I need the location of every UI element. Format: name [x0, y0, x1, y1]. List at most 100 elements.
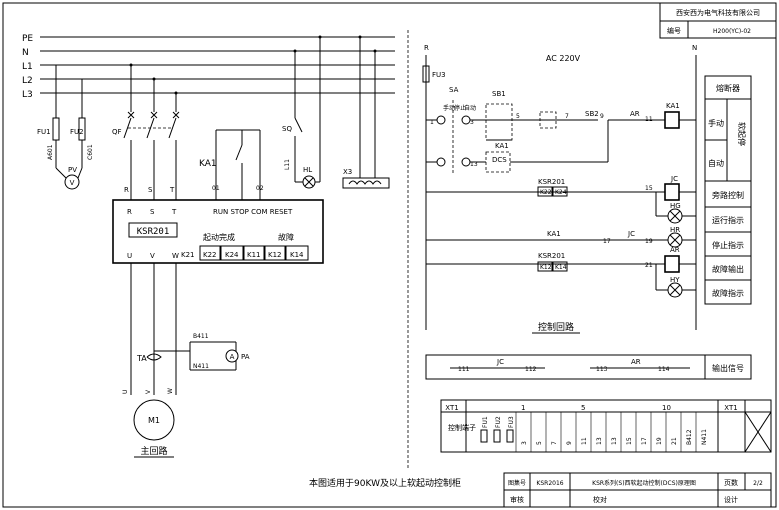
- motor-label: M1: [148, 416, 160, 425]
- ka1-label-row: KA1: [547, 230, 561, 238]
- coil-jc-symbol: [664, 183, 680, 201]
- page-value: 2/2: [753, 480, 763, 487]
- legend-soft-start: 软起停: [737, 122, 747, 146]
- number-value: H200(YC)-02: [713, 28, 751, 35]
- out-112: 112: [525, 366, 537, 373]
- terminal-number: 9: [566, 441, 573, 445]
- proof-label: 校对: [593, 495, 607, 504]
- ct-wire-n411: N411: [193, 363, 209, 370]
- bus-pe: PE: [22, 34, 33, 44]
- svg-text:V: V: [70, 179, 75, 187]
- legend-run: 运行指示: [712, 215, 744, 225]
- motor-term-v: V: [145, 389, 152, 394]
- bus-bars: PE N L1 L2 L3: [22, 34, 395, 100]
- node-11: 11: [645, 116, 653, 123]
- wire-02: 02: [256, 185, 264, 192]
- voltmeter-symbol: [64, 174, 80, 190]
- sel-manual-label: 手动: [443, 104, 455, 112]
- ar-label-coil: AR: [670, 246, 680, 254]
- legend-manual: 手动: [708, 118, 724, 128]
- wire-c601: C601: [87, 144, 94, 160]
- motor-m1-symbol: [133, 399, 175, 441]
- drawing-title: KSR系列(S)西软起动控制(DCS)原理图: [592, 479, 696, 487]
- bus-n: N: [22, 48, 29, 58]
- xt1-right: XT1: [724, 404, 737, 412]
- terminal-number: 7: [551, 441, 558, 445]
- svg-text:KA1: KA1: [666, 102, 680, 110]
- terminal-fuse-label: FU2: [495, 416, 502, 428]
- bus-l3: L3: [22, 90, 33, 100]
- jc-label-coil: JC: [670, 175, 678, 183]
- scope-note: 本图适用于90KW及以上软起动控制柜: [309, 477, 461, 489]
- main-circuit: FU1 FU2 A601 C601 V PV QF R: [37, 35, 390, 458]
- k24-term: K24: [225, 251, 239, 259]
- output-group-1-label: 起动完成: [203, 232, 235, 242]
- legend-bypass: 旁路控制: [712, 190, 744, 200]
- ta-label: TA: [136, 354, 147, 363]
- node-15: 15: [645, 185, 653, 192]
- terminal-group-header: 1: [521, 404, 525, 412]
- bus-l2: L2: [22, 76, 33, 86]
- sb1-label: SB1: [492, 90, 506, 98]
- terminal-number: B412: [686, 429, 693, 445]
- k24-ctrl: K24: [555, 189, 567, 196]
- qf-label: QF: [112, 128, 122, 136]
- terminal-fuse-symbol: [480, 429, 488, 443]
- sa-label: SA: [449, 86, 459, 94]
- k12-ctrl: K12: [540, 264, 552, 271]
- ksr-label-2: KSR201: [538, 252, 565, 260]
- jc-label-contact: JC: [627, 230, 635, 238]
- output-group-2-label: 故障: [278, 232, 294, 242]
- node-21: 21: [645, 262, 653, 269]
- terminal-label: 控制端子: [448, 423, 476, 432]
- node-5: 5: [516, 113, 520, 120]
- terminal-number: 15: [626, 437, 633, 445]
- hy-label: HY: [670, 276, 680, 284]
- sel-auto-label: 自动: [464, 104, 476, 112]
- control-circuit-caption: 控制回路: [538, 321, 574, 333]
- fuse-fu3-symbol: [422, 65, 430, 83]
- fuse-fu1-symbol: [52, 117, 60, 141]
- terminal-group-header: 10: [662, 404, 671, 412]
- out-111: 111: [458, 366, 470, 373]
- terminal-fuse-symbol: [493, 429, 501, 443]
- motor-term-u: U: [122, 390, 129, 394]
- node-1: 1: [430, 119, 434, 126]
- ksr-out-v: V: [150, 252, 155, 260]
- atlas-value: KSR2016: [536, 480, 563, 487]
- bus-l1: L1: [22, 62, 33, 72]
- legend-stop: 停止指示: [712, 240, 744, 250]
- svg-text:13: 13: [470, 161, 478, 168]
- node-7: 7: [565, 113, 569, 120]
- page-label: 页数: [724, 478, 738, 487]
- terminal-fuse-label: FU3: [508, 416, 515, 428]
- out-113: 113: [596, 366, 608, 373]
- pa-label: PA: [241, 353, 250, 361]
- k11-term: K11: [247, 251, 261, 259]
- terminal-number: 17: [641, 437, 648, 445]
- ammeter-symbol: [225, 349, 239, 363]
- xt1-left: XT1: [445, 404, 458, 412]
- hg-label: HG: [670, 202, 681, 210]
- hl-label: HL: [303, 166, 312, 174]
- supply-label: AC 220V: [546, 54, 581, 63]
- phase-in-s: S: [148, 186, 153, 194]
- legend-fault-ind: 故障指示: [712, 288, 744, 298]
- number-label: 编号: [667, 26, 681, 35]
- out-114: 114: [658, 366, 670, 373]
- k22-term: K22: [203, 251, 217, 259]
- ksr-in-t: T: [171, 208, 177, 216]
- terminal-fuse-label: FU1: [482, 416, 489, 428]
- ksr-control-terminals: RUN STOP COM RESET: [213, 208, 293, 216]
- ka1-label-ctrl: KA1: [495, 142, 509, 150]
- legend-auto: 自动: [708, 158, 724, 168]
- out-ar: AR: [631, 358, 641, 366]
- x3-label: X3: [343, 168, 352, 176]
- phase-in-t: T: [169, 186, 175, 194]
- terminal-number: 21: [671, 437, 678, 445]
- terminal-number: 11: [581, 437, 588, 445]
- main-circuit-caption: 主回路: [140, 445, 167, 457]
